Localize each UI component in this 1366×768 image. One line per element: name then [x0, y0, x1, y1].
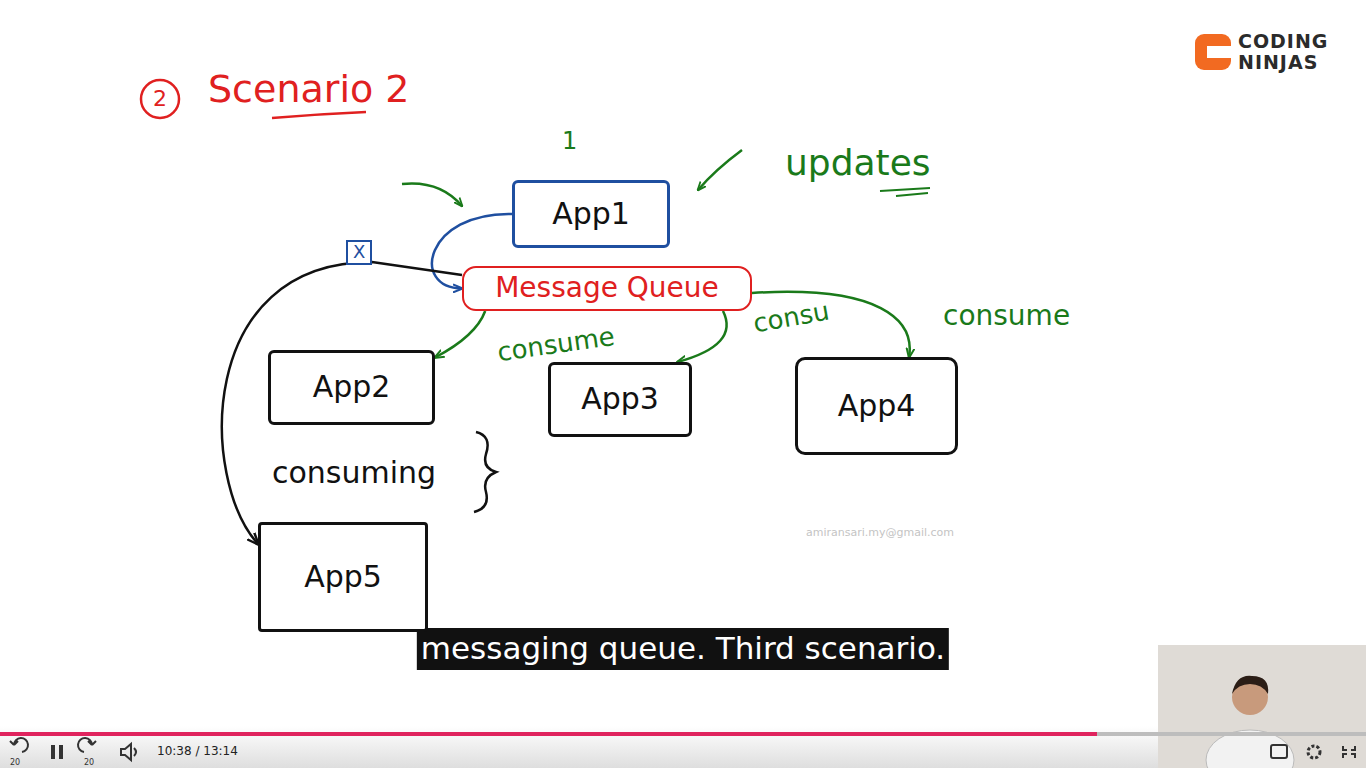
edge-label: consume	[940, 300, 1073, 332]
updates-underline	[880, 188, 930, 196]
curly-brace	[474, 432, 496, 512]
app-box: App5	[258, 522, 428, 632]
queue-box: Message Queue	[462, 266, 752, 311]
watermark: amiransari.my@gmail.com	[806, 527, 954, 540]
logo-text: NINJAS	[1238, 52, 1318, 74]
app-box: App2	[268, 350, 435, 425]
skip-seconds: 20	[84, 758, 94, 767]
forward-icon	[78, 738, 96, 752]
pause-icon	[59, 745, 63, 759]
skip-seconds: 20	[10, 758, 20, 767]
app-box: App4	[795, 357, 958, 455]
progress-played	[0, 732, 1097, 736]
progress-rest	[1097, 732, 1366, 736]
consuming-note: consuming	[272, 456, 436, 491]
node-text: App5	[304, 560, 382, 595]
time-display: 10:38 / 13:14	[157, 745, 238, 759]
node-text: Message Queue	[495, 272, 719, 304]
callout-number: 2	[148, 86, 172, 111]
number-circle	[141, 80, 179, 118]
updates-note: updates	[785, 142, 931, 183]
logo-notch	[1207, 46, 1231, 58]
node-text: App4	[838, 389, 916, 424]
fullscreen-icon	[1343, 746, 1355, 758]
pause-icon	[51, 745, 55, 759]
captions-icon	[1271, 745, 1287, 758]
edge-label: consu	[748, 296, 835, 340]
flow-arrow	[678, 311, 727, 362]
rewind-icon	[10, 738, 28, 752]
app-box: App1	[512, 180, 670, 248]
app-box: App3	[548, 362, 692, 437]
subtitle: messaging queue. Third scenario.	[417, 628, 949, 670]
node-text: App3	[581, 382, 659, 417]
settings-icon	[1308, 746, 1320, 758]
diagram-title: Scenario 2	[208, 68, 409, 112]
webcam-person-hair	[1232, 676, 1268, 694]
logo-icon	[1195, 34, 1231, 70]
node-text: App2	[313, 370, 391, 405]
node-text: App1	[552, 197, 630, 232]
step-number: 1	[562, 128, 577, 156]
logo-text: CODING	[1238, 31, 1328, 53]
flow-arrow	[435, 311, 485, 358]
volume-icon	[121, 744, 136, 760]
title-underline	[272, 112, 366, 118]
blocked-mark: X	[346, 240, 372, 265]
flow-arrow	[222, 262, 462, 544]
incoming-arrow	[402, 183, 462, 206]
updates-arrow	[698, 150, 742, 190]
